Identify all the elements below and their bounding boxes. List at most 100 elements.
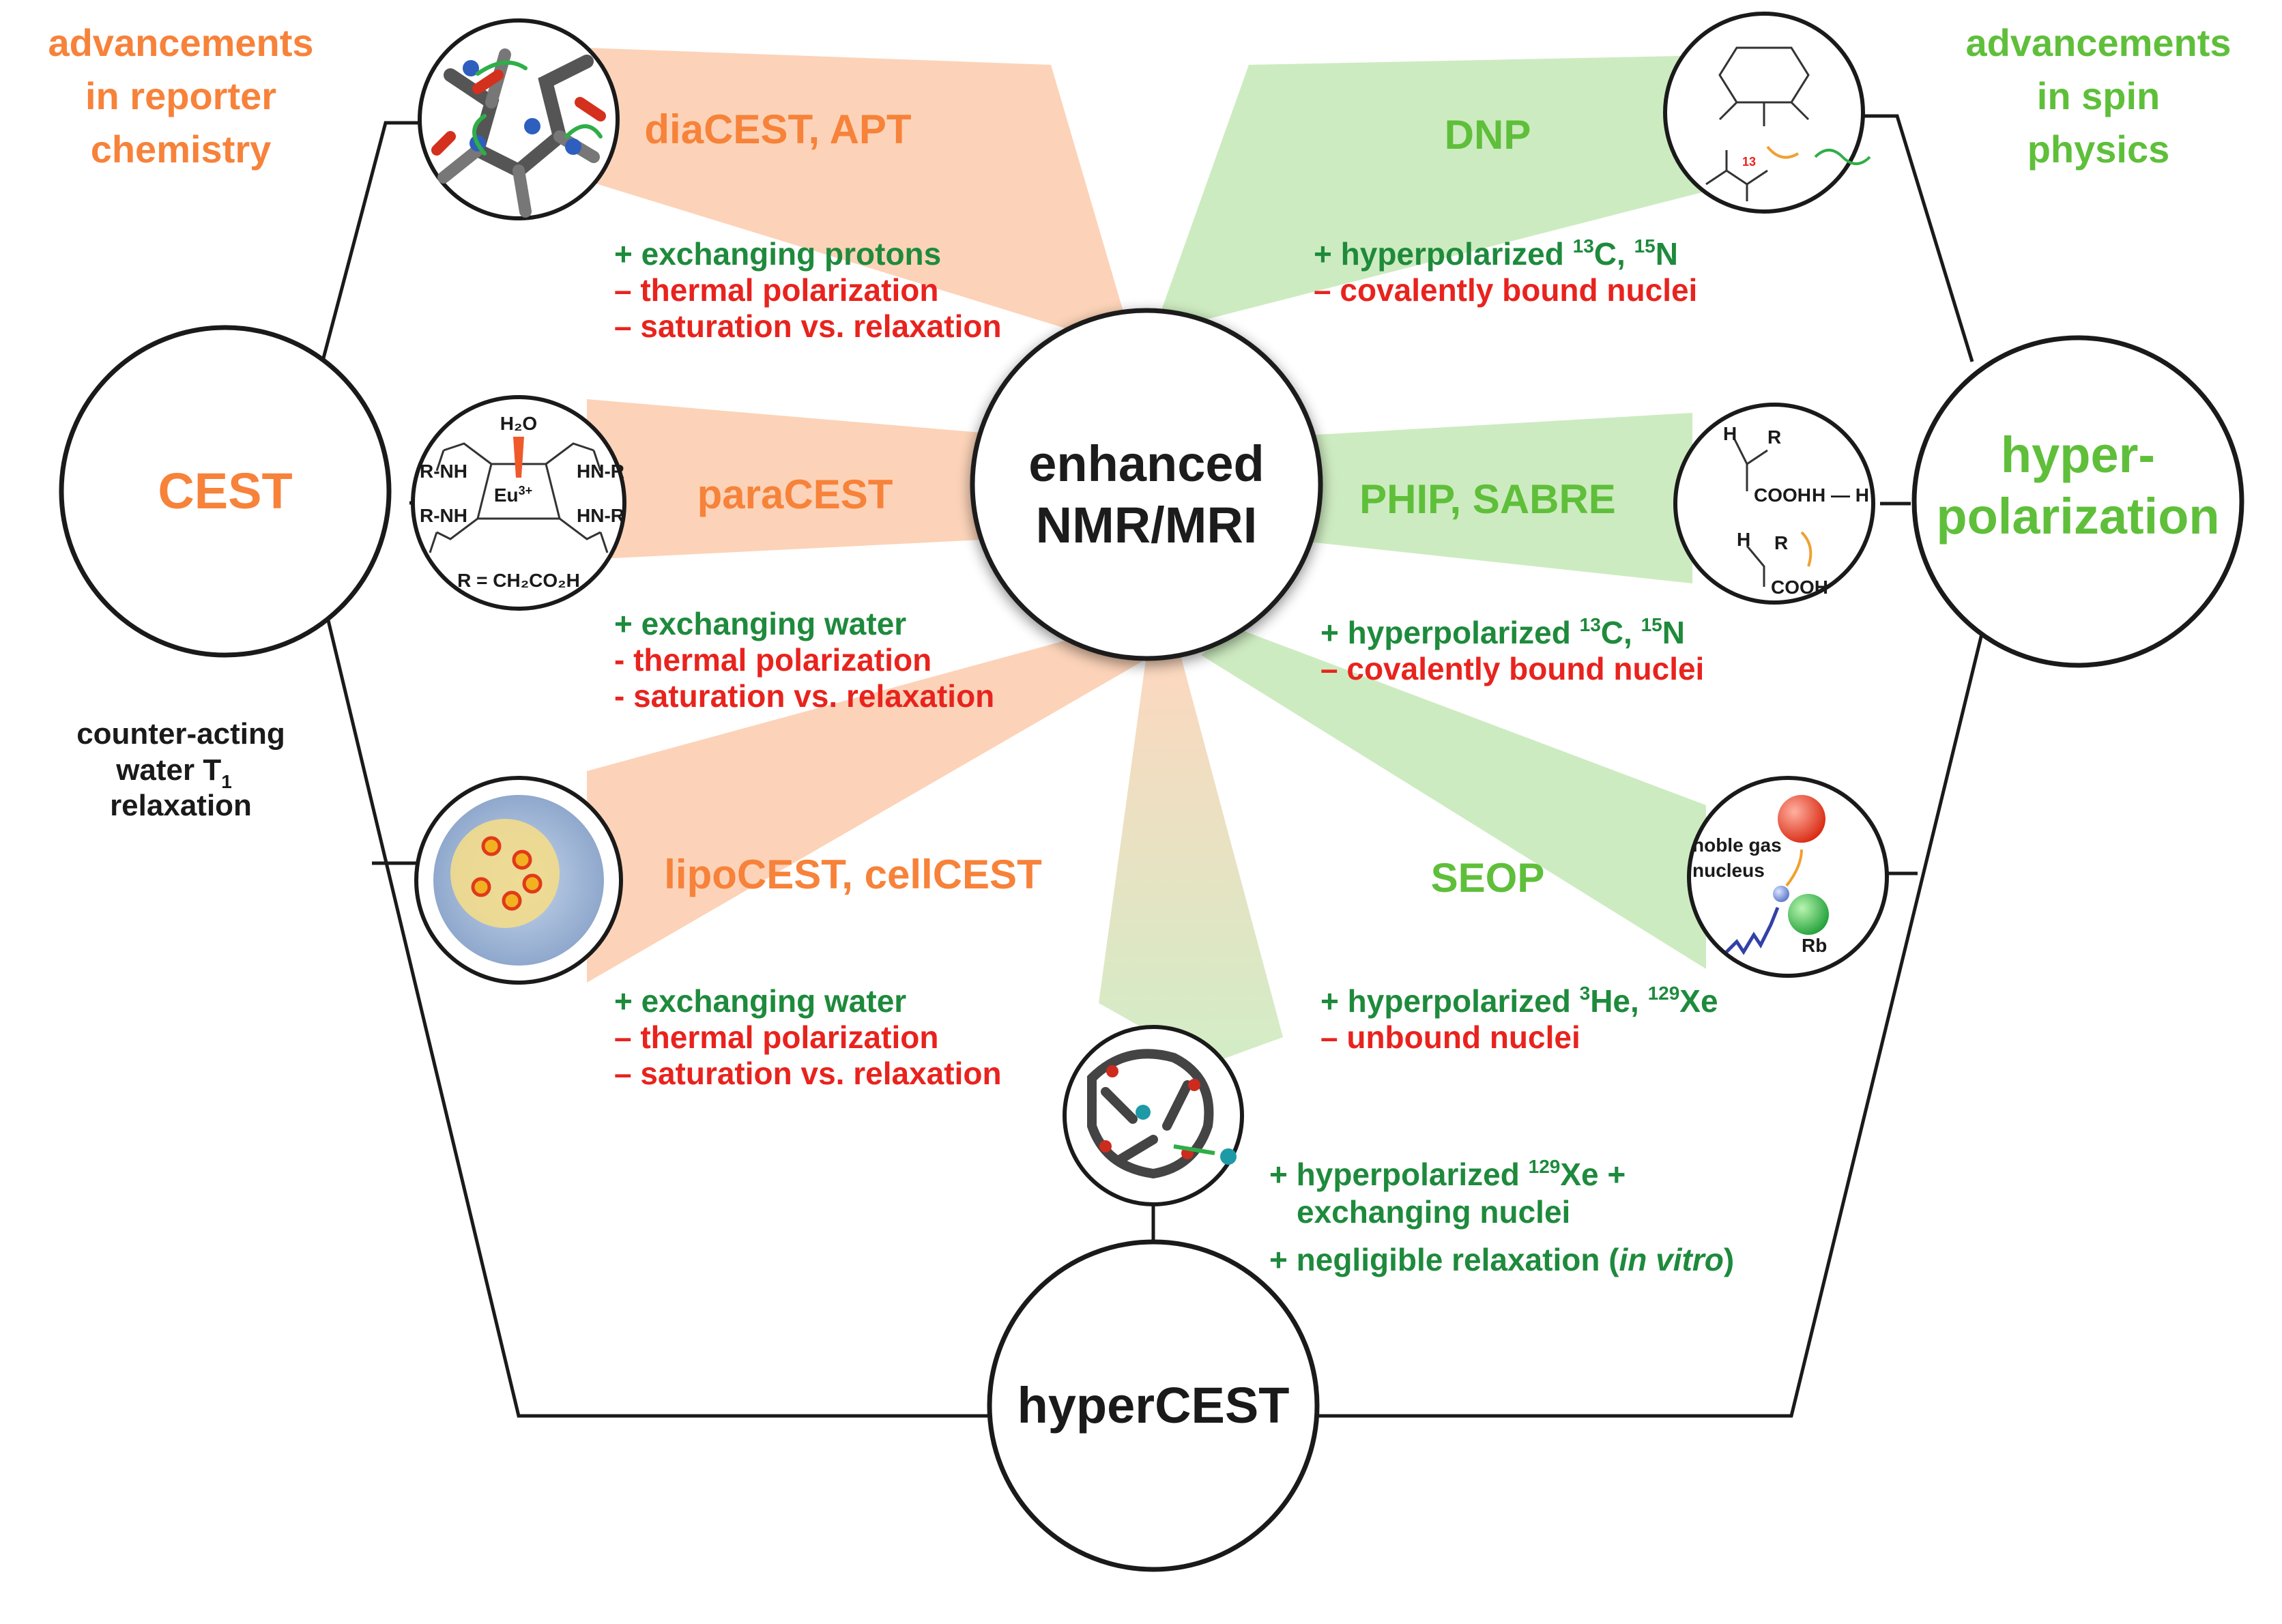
fan-diacest [587,48,1126,334]
corner-right-line3: physics [2027,128,2170,171]
corner-right-line2: in spin [2037,74,2160,117]
counter-acting-line1: counter-acting [76,717,285,751]
seop-transfer-arrow [1785,849,1803,887]
fan-lipocest [587,628,1153,983]
proscons-seop: + hyperpolarized 3He, 129Xe – unbound nu… [1320,983,1718,1055]
phip-structure [1732,436,1812,587]
counter-acting-line2: water T1 [115,753,232,792]
method-phip: PHIP, SABRE [1359,476,1616,522]
node-cest-label: CEST [158,463,292,519]
proscons-lipocest: + exchanging water – thermal polarizatio… [614,983,1002,1091]
node-hyperpolarization: hyper- polarization [1911,335,2244,668]
node-hyper-label-line1: hyper- [2001,426,2155,483]
inset-phip-circle [1673,403,1875,605]
node-center-circle [970,308,1323,661]
paracest-r-def: R = CH₂CO₂H [457,570,580,591]
seop-photon-wave [1725,907,1780,955]
line-hyper-bottom [1297,630,1984,1418]
phip-h-top: H [1723,423,1737,444]
dnp-structure [1705,46,1871,201]
node-hypercest-label: hyperCEST [1017,1377,1290,1434]
inset-seop-circle [1687,776,1889,978]
dnp-13: 13 [1742,155,1756,169]
paracest-pro-1: + exchanging water [614,606,906,641]
hypercest-pro-3: + negligible relaxation (in vitro) [1269,1242,1734,1277]
paracest-structure [429,442,609,553]
lipocest-pro-1: + exchanging water [614,983,906,1019]
t1-subscript: 1 [221,771,232,792]
counter-acting-label: counter-acting water T1 relaxation [76,717,285,822]
inset-paracest: H₂O Eu3+ R-NH HN-R R-NH HN-R R = CH₂CO₂H [411,395,626,611]
node-cest-circle [59,325,392,658]
paracest-con-1: - thermal polarization [614,642,931,678]
node-hypercest-circle [987,1239,1320,1572]
cage-xenon-inside [1136,1105,1151,1120]
proscons-paracest: + exchanging water - thermal polarizatio… [614,606,994,714]
node-hyper-label-line2: polarization [1936,488,2219,545]
method-diacest: diaCEST, APT [644,106,911,152]
inset-paracest-circle [411,395,626,611]
node-center-label-line2: NMR/MRI [1036,497,1258,553]
lipocest-con-2: – saturation vs. relaxation [614,1056,1002,1091]
corner-left-line3: chemistry [91,128,272,171]
node-center-label-line1: enhanced [1028,435,1264,492]
paracest-hnr-1: HN-R [577,461,624,482]
corner-right: advancements in spin physics [1965,21,2231,171]
line-hyper-top [1849,114,1974,362]
inset-diacest [418,18,620,220]
corner-left-line1: advancements [48,21,313,64]
phip-con-1: – covalently bound nuclei [1320,651,1704,686]
fan-dnp [1160,55,1747,321]
fan-seop [1201,628,1706,969]
fan-phip [1283,413,1692,583]
paracest-con-2: - saturation vs. relaxation [614,678,994,714]
cage-molecule [1087,1049,1214,1179]
dnp-con-1: – covalently bound nuclei [1314,272,1697,308]
counter-acting-line3: relaxation [110,789,252,822]
cage-xenon-outside [1220,1148,1237,1165]
node-center: enhanced NMR/MRI [970,308,1323,661]
node-hypercest: hyperCEST [987,1239,1320,1572]
seop-label-nucleus: nucleus [1692,860,1765,881]
seop-con-1: – unbound nuclei [1320,1019,1580,1055]
corner-left-line2: in reporter [85,74,276,117]
phip-cooh-bottom: COOH [1771,577,1828,598]
connection-fans [587,48,1747,1064]
phip-h-bottom: H [1737,529,1750,550]
inset-lipocest [414,776,623,985]
hypercest-pro-2: exchanging nuclei [1297,1194,1570,1230]
corner-left: advancements in reporter chemistry [48,21,313,171]
method-dnp: DNP [1445,112,1531,158]
phip-hh: H — H [1812,484,1869,506]
liposome-agents [471,836,543,911]
phip-r-top: R [1767,426,1781,448]
dnp-arrow [1766,145,1800,159]
node-hyper-circle [1911,335,2244,668]
dnp-pro-1: + hyperpolarized 13C, 15N [1314,235,1678,272]
seop-electron-ball [1773,886,1789,902]
diacest-con-2: – saturation vs. relaxation [614,308,1002,344]
paracest-rnh-1: R-NH [420,461,467,482]
paracest-eu: Eu3+ [494,484,532,506]
seop-pro-1: + hyperpolarized 3He, 129Xe [1320,983,1718,1019]
seop-label-rb: Rb [1802,935,1827,956]
corner-right-line1: advancements [1965,21,2231,64]
paracest-hnr-2: HN-R [577,505,624,526]
paracest-rnh-2: R-NH [420,505,467,526]
phip-r-bottom: R [1774,532,1788,553]
proscons-phip: + hyperpolarized 13C, 15N – covalently b… [1320,614,1704,686]
inset-seop: noble gas nucleus Rb [1687,776,1889,978]
paracest-h2o: H₂O [500,413,537,434]
line-cest-top [319,121,437,369]
proscons-hypercest: + hyperpolarized 129Xe + exchanging nucl… [1269,1156,1734,1277]
diacest-pro-1: + exchanging protons [614,236,941,272]
paracest-water-beam [513,437,524,478]
hypercest-pro-1: + hyperpolarized 129Xe + [1269,1156,1626,1192]
fan-paracest [587,399,996,560]
phip-cooh-top: COOH [1754,484,1811,506]
inset-hypercest [1063,1025,1244,1206]
node-cest: CEST [59,325,392,658]
diacest-con-1: – thermal polarization [614,272,938,308]
liposome-core [450,819,560,928]
